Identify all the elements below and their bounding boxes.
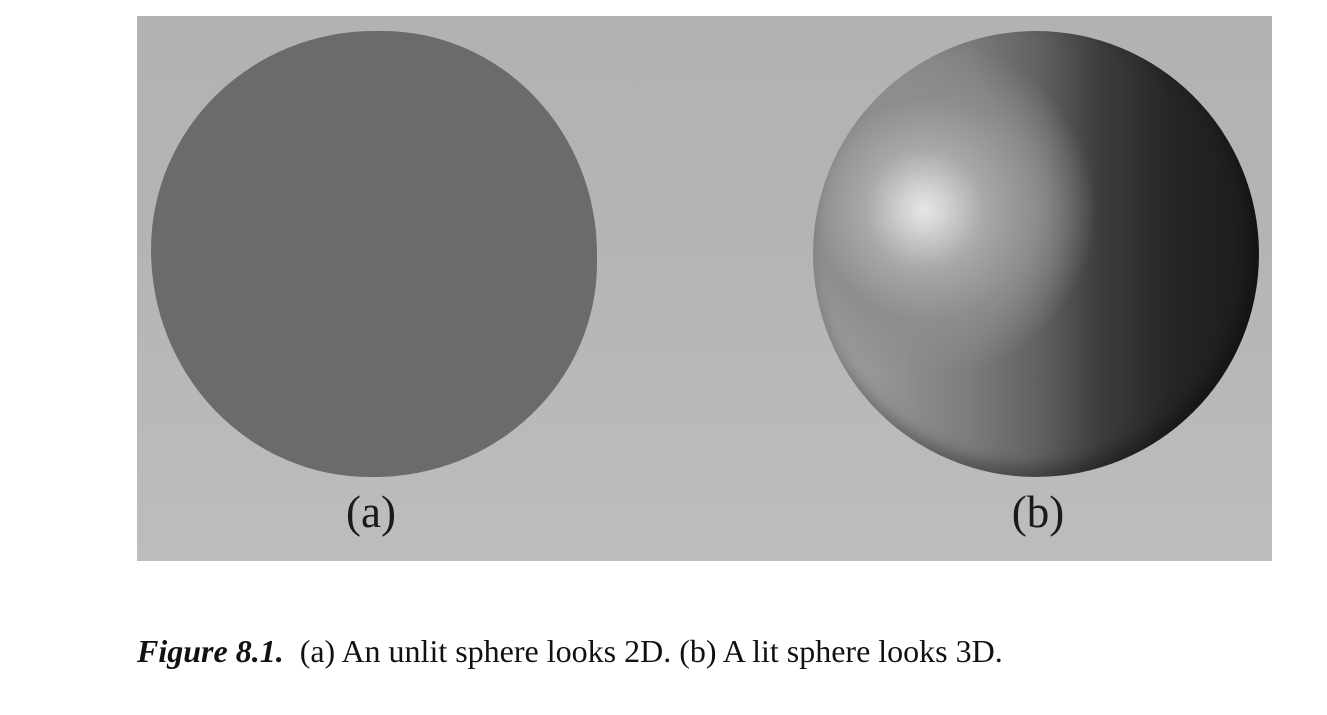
figure-caption: Figure 8.1. (a) An unlit sphere looks 2D.…: [137, 630, 1003, 672]
subfigure-label-a: (a): [346, 487, 396, 537]
subfigure-label-b: (b): [1011, 487, 1065, 537]
lit-sphere: [813, 31, 1259, 477]
caption-text: (a) An unlit sphere looks 2D. (b) A lit …: [299, 633, 1003, 669]
figure-image: (a) (b): [137, 16, 1272, 561]
unlit-sphere: [151, 31, 597, 477]
caption-label: Figure 8.1.: [137, 633, 284, 669]
